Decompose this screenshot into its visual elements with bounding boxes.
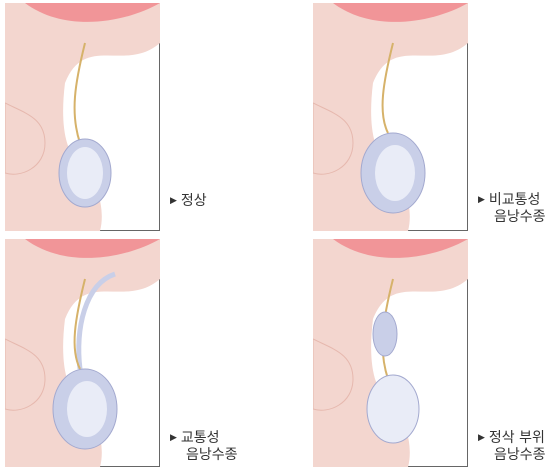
label-cord: ▶정삭 부위 음낭수종: [478, 430, 546, 464]
triangle-right-icon: ▶: [478, 195, 485, 205]
label-communicating: ▶교통성 음낭수종: [170, 430, 238, 464]
panel-normal: [5, 3, 160, 231]
normal-illustration: [5, 3, 160, 231]
cord-illustration: [313, 239, 468, 467]
triangle-right-icon: ▶: [170, 196, 177, 206]
triangle-right-icon: ▶: [170, 433, 177, 443]
label-normal: ▶정상: [170, 193, 207, 210]
panel-communicating: [5, 239, 160, 467]
panel-non-communicating: [313, 3, 468, 231]
panel-cord: [313, 239, 468, 467]
triangle-right-icon: ▶: [478, 433, 485, 443]
communicating-illustration: [5, 239, 160, 467]
label-non-communicating: ▶비교통성 음낭수종: [478, 192, 546, 226]
non-communicating-illustration: [313, 3, 468, 231]
